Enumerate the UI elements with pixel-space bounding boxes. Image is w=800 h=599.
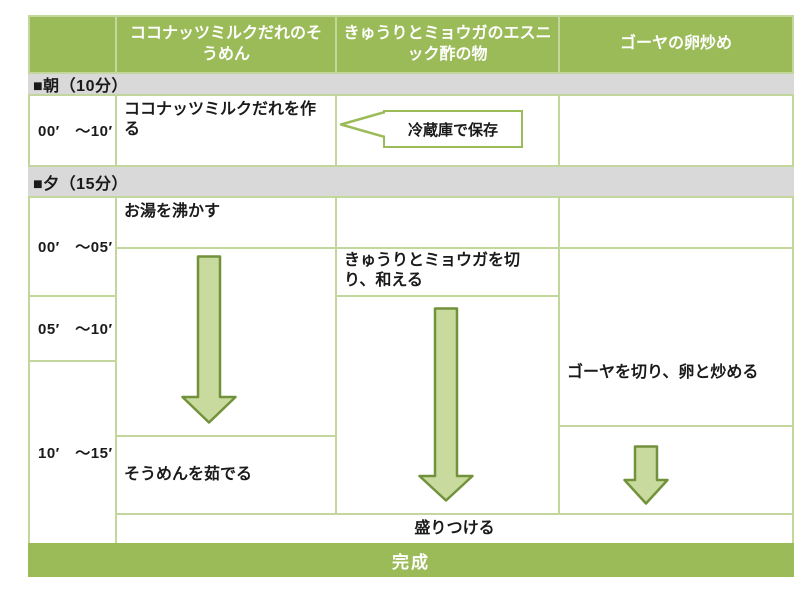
down-arrow-icon-goya: [623, 445, 669, 505]
arrow-cell-goya: [558, 425, 794, 515]
time-cell-morning: 00′ ～10′: [28, 94, 117, 167]
empty-cell-evening-goya: [558, 196, 794, 249]
section-header-evening: ■夕（15分）: [28, 167, 794, 196]
task-plate: 盛りつける: [115, 513, 794, 545]
time-cell-evening-2: 05′ ～10′: [28, 295, 117, 362]
header-cell-time: [28, 15, 117, 74]
task-cook-goya: ゴーヤを切り、卵と炒める: [558, 247, 794, 427]
task-boil-somen: そうめんを茹でる: [115, 435, 337, 515]
callout-label: 冷蔵庫で保存: [407, 121, 498, 139]
task-make-coconut-sauce: ココナッツミルクだれを作る: [115, 94, 337, 167]
time-cell-evening-3: 10′ ～15′: [28, 360, 117, 545]
task-cut-cucumber: きゅうりとミョウガを切り、和える: [335, 247, 560, 297]
empty-cell-evening-sunomono: [335, 196, 560, 249]
time-cell-evening-1: 00′ ～05′: [28, 196, 117, 297]
done-banner: 完成: [28, 543, 794, 577]
header-cell-goya: ゴーヤの卵炒め: [558, 15, 794, 74]
header-cell-somen: ココナッツミルクだれのそうめん: [115, 15, 337, 74]
callout-bubble: 冷蔵庫で保存: [383, 110, 523, 148]
callout-pointer-icon: [339, 110, 386, 139]
header-cell-sunomono: きゅうりとミョウガのエスニック酢の物: [335, 15, 560, 74]
down-arrow-icon-somen: [181, 255, 237, 424]
empty-cell-morning-goya: [558, 94, 794, 167]
section-header-morning: ■朝（10分）: [28, 74, 794, 95]
schedule-table: ココナッツミルクだれのそうめん きゅうりとミョウガのエスニック酢の物 ゴーヤの卵…: [28, 15, 794, 577]
down-arrow-icon-sunomono: [418, 307, 474, 502]
task-boil-water: お湯を沸かす: [115, 196, 337, 249]
